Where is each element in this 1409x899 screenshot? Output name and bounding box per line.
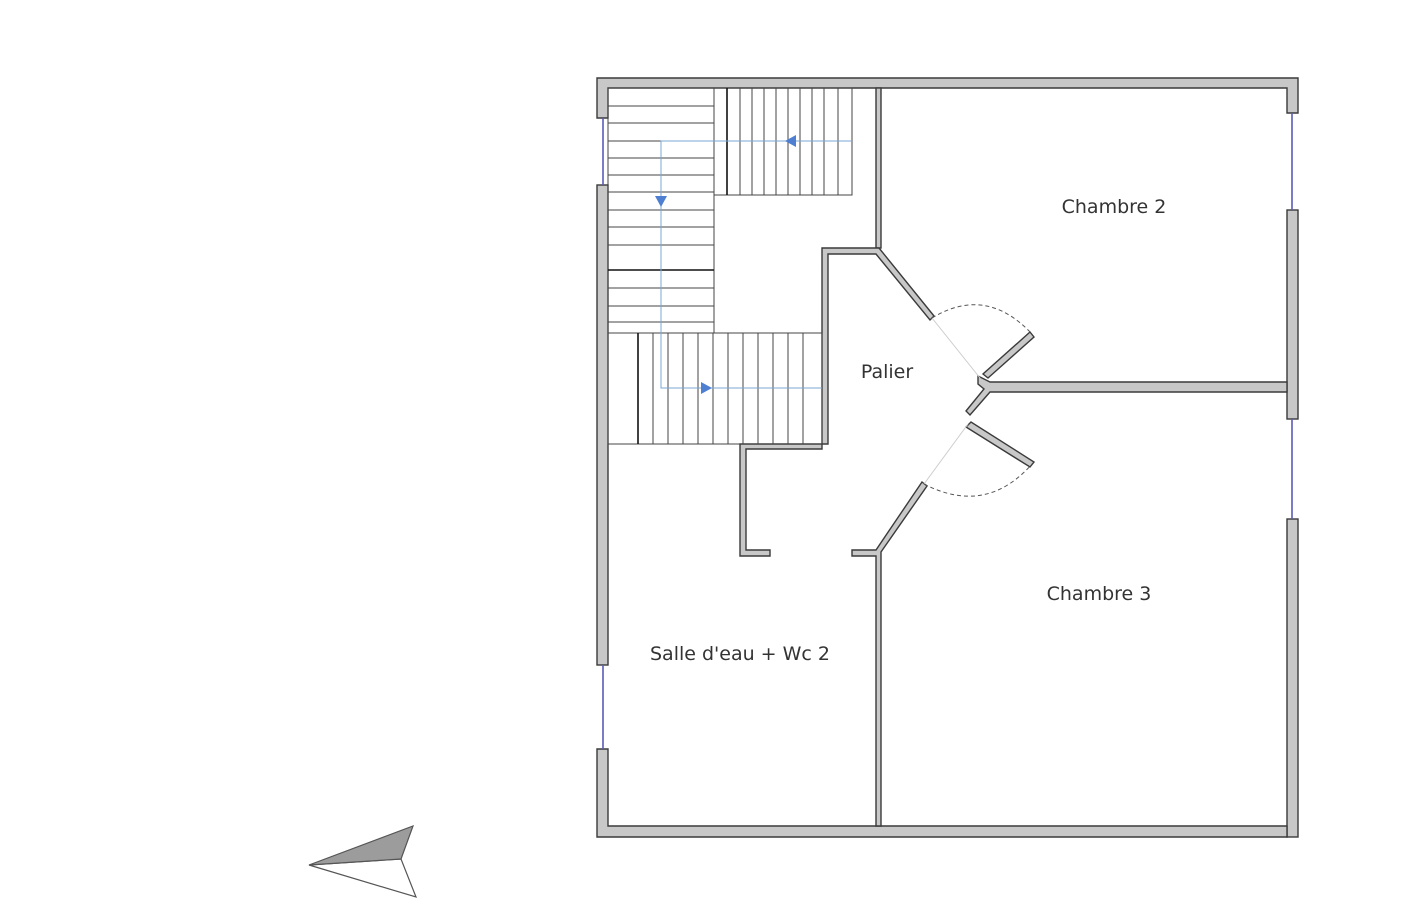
triangle-arrow-icon xyxy=(785,135,796,147)
door-swing-chambre2 xyxy=(931,304,1033,335)
wall-left-middle xyxy=(596,184,609,666)
wall-right-upper xyxy=(1286,209,1299,420)
room-label-chambre2: Chambre 2 xyxy=(1062,196,1167,218)
room-labels: Chambre 2 Palier Chambre 3 Salle d'eau +… xyxy=(650,196,1166,665)
room-label-palier: Palier xyxy=(861,361,913,383)
wall-door-chambre2 xyxy=(981,330,1035,379)
windows xyxy=(602,113,1293,749)
wall-stair-chambre2 xyxy=(875,87,882,249)
interior-walls xyxy=(739,87,1288,827)
triangle-arrow-icon xyxy=(701,382,712,394)
door-swings xyxy=(923,304,1033,497)
room-label-salle-eau: Salle d'eau + Wc 2 xyxy=(650,643,830,665)
door-swing-chambre3 xyxy=(923,463,1033,497)
staircase xyxy=(607,87,853,445)
stair-walk-line xyxy=(660,140,852,389)
north-arrow-icon xyxy=(308,824,418,898)
wall-top xyxy=(596,77,1299,119)
wall-palier-upper xyxy=(821,247,935,445)
wall-chambre2-chambre3 xyxy=(965,374,1288,417)
wall-salle-eau xyxy=(739,443,823,557)
wall-right-lower xyxy=(1286,518,1299,838)
wall-door-chambre3 xyxy=(964,421,1036,468)
room-label-chambre3: Chambre 3 xyxy=(1047,583,1152,605)
wall-palier-lower-right xyxy=(851,480,928,827)
triangle-arrow-icon xyxy=(655,196,667,207)
wall-bottom xyxy=(596,748,1288,838)
